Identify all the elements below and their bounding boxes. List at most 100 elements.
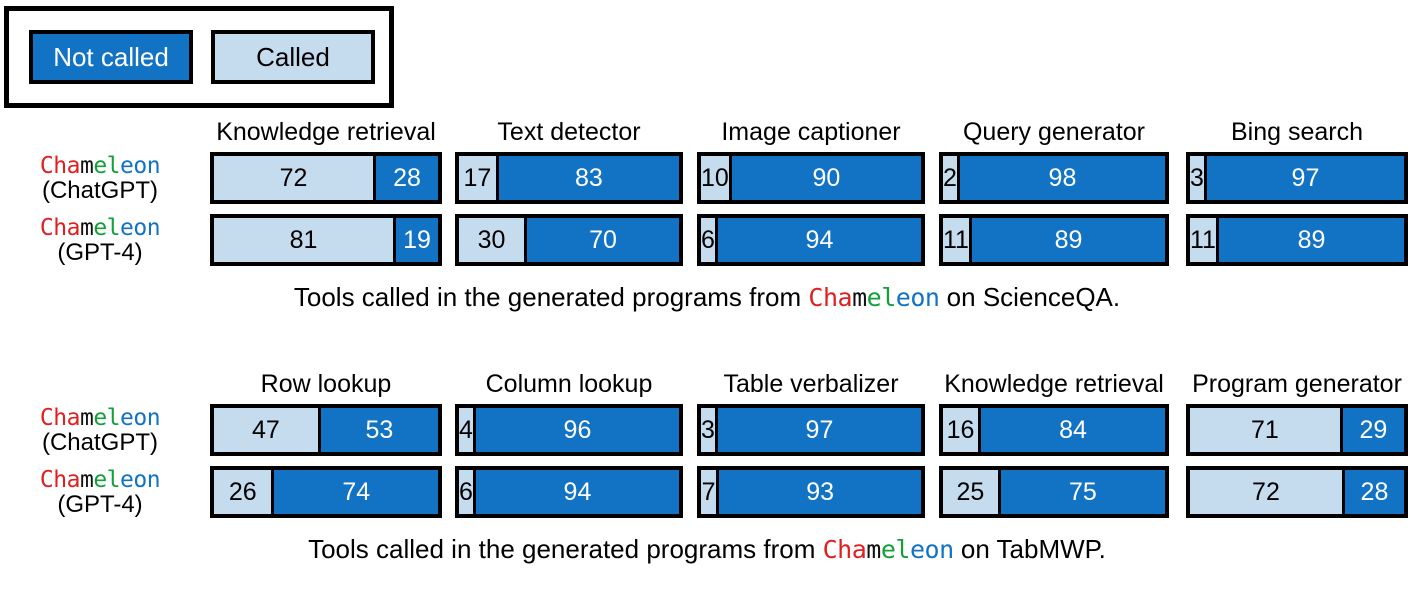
- bar-segment-called: 7: [701, 470, 717, 514]
- column-header: Column lookup: [485, 370, 653, 398]
- bar-segment-not-called: 70: [524, 218, 679, 262]
- row-label-model: (GPT-4): [57, 490, 143, 518]
- caption-tabmwp: Tools called in the generated programs f…: [0, 534, 1414, 565]
- column-header: Program generator: [1192, 370, 1402, 398]
- bar-segment-not-called: 83: [495, 156, 679, 200]
- chameleon-wordmark: Chameleon: [822, 535, 955, 564]
- row-label: Chameleon(ChatGPT): [0, 406, 200, 456]
- row-label: Chameleon(ChatGPT): [0, 154, 200, 204]
- legend: Not called Called: [4, 6, 394, 108]
- bar-segment-called: 81: [214, 218, 394, 262]
- column-header: Query generator: [962, 118, 1146, 146]
- chameleon-wordmark: Chameleon: [39, 405, 161, 431]
- row-label: Chameleon(GPT-4): [0, 468, 200, 518]
- column-header: Text detector: [497, 118, 641, 146]
- bar-segment-called: 26: [214, 470, 272, 514]
- column-header: Image captioner: [721, 118, 901, 146]
- bar-segment-called: 3: [701, 408, 715, 452]
- bar-segment-not-called: 97: [1203, 156, 1404, 200]
- bar-segment-not-called: 93: [716, 470, 921, 514]
- bar-segment-called: 17: [459, 156, 496, 200]
- caption-prefix: Tools called in the generated programs f…: [293, 282, 809, 312]
- bar-segment-not-called: 53: [317, 408, 438, 452]
- legend-label-not-called: Not called: [53, 42, 169, 72]
- row-label-model: (ChatGPT): [41, 428, 158, 456]
- caption-prefix: Tools called in the generated programs f…: [308, 534, 823, 564]
- bar-segment-not-called: 19: [393, 218, 438, 262]
- bar-segment-called: 3: [1190, 156, 1204, 200]
- column-header: Knowledge retrieval: [944, 370, 1164, 398]
- bar-segment-not-called: 29: [1339, 408, 1404, 452]
- bar-segment-called: 6: [701, 218, 715, 262]
- bar-segment-not-called: 75: [997, 470, 1165, 514]
- bar-segment-called: 72: [214, 156, 374, 200]
- bar-segment-called: 72: [1190, 470, 1342, 514]
- bar-segment-called: 6: [459, 470, 473, 514]
- bar-segment-called: 10: [701, 156, 729, 200]
- bar-segment-called: 47: [214, 408, 318, 452]
- bar-segment-not-called: 89: [1215, 218, 1404, 262]
- bar-segment-not-called: 97: [714, 408, 921, 452]
- bar-segment-not-called: 90: [728, 156, 921, 200]
- bar-segment-called: 71: [1190, 408, 1340, 452]
- bar-segment-called: 11: [943, 218, 969, 262]
- bar-segment-not-called: 94: [472, 470, 679, 514]
- bar-segment-called: 2: [943, 156, 957, 200]
- row-label-model: (ChatGPT): [41, 176, 158, 204]
- chameleon-wordmark: Chameleon: [39, 153, 161, 179]
- column-header: Table verbalizer: [723, 370, 899, 398]
- legend-item-not-called: Not called: [29, 30, 193, 84]
- bar-segment-called: 11: [1190, 218, 1216, 262]
- row-label: Chameleon(GPT-4): [0, 216, 200, 266]
- bar-segment-called: 16: [943, 408, 979, 452]
- bar-segment-not-called: 89: [968, 218, 1165, 262]
- caption-scienceqa: Tools called in the generated programs f…: [0, 282, 1414, 313]
- column-header: Bing search: [1230, 118, 1364, 146]
- bar-segment-not-called: 96: [472, 408, 679, 452]
- bar-segment-not-called: 94: [714, 218, 921, 262]
- bar-segment-not-called: 74: [271, 470, 438, 514]
- bar-segment-called: 30: [459, 218, 525, 262]
- bar-segment-not-called: 28: [1341, 470, 1404, 514]
- bar-segment-not-called: 98: [956, 156, 1165, 200]
- chameleon-wordmark: Chameleon: [39, 215, 161, 241]
- chameleon-wordmark: Chameleon: [39, 467, 161, 493]
- chameleon-wordmark: Chameleon: [808, 283, 940, 312]
- column-header: Row lookup: [260, 370, 392, 398]
- bar-segment-not-called: 84: [978, 408, 1165, 452]
- legend-label-called: Called: [256, 42, 330, 72]
- bar-segment-called: 25: [943, 470, 998, 514]
- caption-suffix: on ScienceQA.: [939, 282, 1121, 312]
- legend-item-called: Called: [211, 30, 375, 84]
- column-headers-tabmwp: Row lookup Column lookup Table verbalizer K…: [0, 370, 1414, 404]
- panel-tabmwp: Row lookup Column lookup Table verbalizer K…: [0, 370, 1414, 565]
